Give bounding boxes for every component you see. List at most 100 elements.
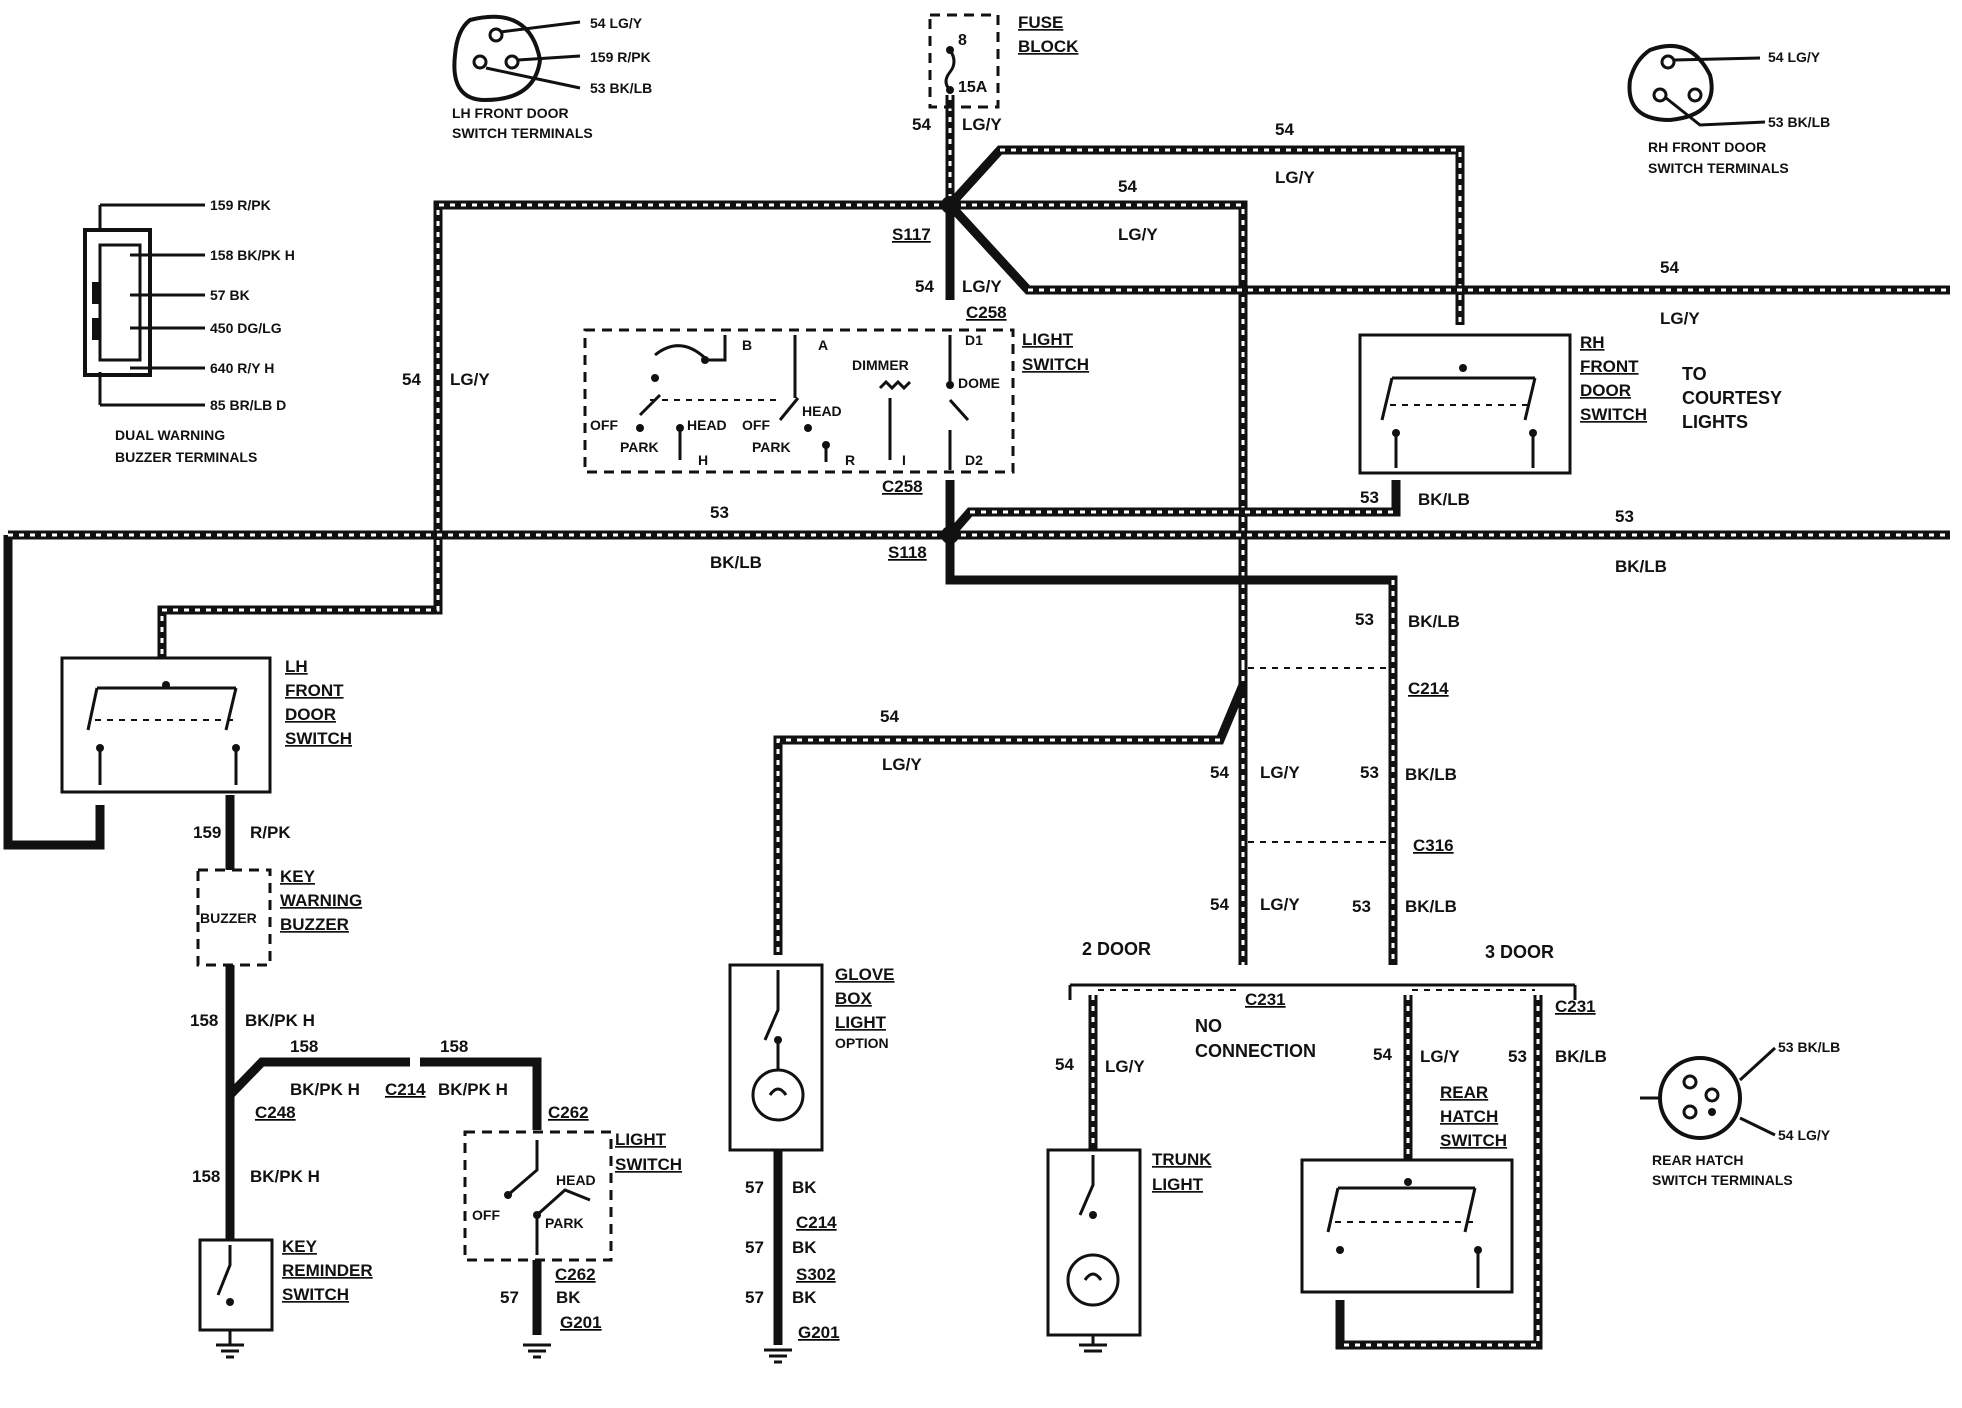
fuse-rating: 15A <box>958 79 988 96</box>
label: 53 <box>1508 1047 1527 1066</box>
hatch-terminals: 53 BK/LB 54 LG/Y REAR HATCH SWITCH TERMI… <box>1640 1039 1840 1188</box>
label: BK/PK H <box>245 1011 315 1030</box>
lh-terminals-caption-2: SWITCH TERMINALS <box>452 125 593 141</box>
small-switch-park: PARK <box>545 1215 584 1231</box>
rh-terminals-caption-2: SWITCH TERMINALS <box>1648 160 1789 176</box>
label: 54 <box>912 115 931 134</box>
rh-door-terminals: 54 LG/Y 53 BK/LB RH FRONT DOOR SWITCH TE… <box>1627 44 1830 176</box>
dimmer-label: DIMMER <box>852 357 909 373</box>
lh-switch-label-1: LH <box>285 657 308 676</box>
door-options: 2 DOOR 3 DOOR NO CONNECTION <box>1082 939 1554 1061</box>
connector-c316: C316 <box>1413 836 1454 855</box>
buzzer-terminals: 159 R/PK 158 BK/PK H 57 BK 450 DG/LG 640… <box>83 197 295 465</box>
key-reminder-label-3: SWITCH <box>282 1285 349 1304</box>
buzzer-terminals-caption-1: DUAL WARNING <box>115 427 225 443</box>
fuse-number: 8 <box>958 32 967 49</box>
wires <box>3 95 1950 1350</box>
rh-switch-label-3: DOOR <box>1580 381 1631 400</box>
key-reminder-switch: KEY REMINDER SWITCH <box>198 1237 373 1359</box>
label: 158 <box>440 1037 468 1056</box>
terminal-b: B <box>742 337 752 353</box>
small-switch-label-2: SWITCH <box>615 1155 682 1174</box>
connector-labels: S117 S118 C258 C258 C214 C316 C231 C231 … <box>255 225 1596 1342</box>
light-switch-title-2: SWITCH <box>1022 355 1089 374</box>
label: LG/Y <box>1275 168 1315 187</box>
courtesy-note-1: TO <box>1682 364 1707 384</box>
label: BK/LB <box>1418 490 1470 509</box>
label: BK <box>556 1288 581 1307</box>
connector-bridges <box>1098 667 1535 991</box>
glove-label-1: GLOVE <box>835 965 895 984</box>
label: BK <box>792 1238 817 1257</box>
label: 54 <box>1210 895 1229 914</box>
glove-option-label: OPTION <box>835 1035 889 1051</box>
head-label-1: HEAD <box>687 417 727 433</box>
buzzer-terminals-caption-2: BUZZER TERMINALS <box>115 449 257 465</box>
rear-hatch-switch: REAR HATCH SWITCH <box>1300 1083 1514 1294</box>
connector-c214-left: C214 <box>385 1080 426 1099</box>
hatch-terminals-caption-1: REAR HATCH <box>1652 1152 1744 1168</box>
glove-label-2: BOX <box>835 989 873 1008</box>
buzzer-terminal-1: 159 R/PK <box>210 197 271 213</box>
connector-c248: C248 <box>255 1103 296 1122</box>
glove-label-3: LIGHT <box>835 1013 887 1032</box>
label: 54 <box>880 707 899 726</box>
lh-switch-label-2: FRONT <box>285 681 344 700</box>
buzzer-terminal-4: 450 DG/LG <box>210 320 282 336</box>
label: BK/PK H <box>438 1080 508 1099</box>
rh-switch-label-4: SWITCH <box>1580 405 1647 424</box>
light-switch-title-1: LIGHT <box>1022 330 1074 349</box>
label: BK/LB <box>1615 557 1667 576</box>
label: LG/Y <box>1260 763 1300 782</box>
connector-c214-glove: C214 <box>796 1213 837 1232</box>
lh-terminals-caption-1: LH FRONT DOOR <box>452 105 569 121</box>
splices <box>941 196 959 544</box>
ground-g201-b: G201 <box>798 1323 840 1342</box>
label: 158 <box>290 1037 318 1056</box>
hatch-label-2: HATCH <box>1440 1107 1498 1126</box>
label: LG/Y <box>1420 1047 1460 1066</box>
label: LG/Y <box>1260 895 1300 914</box>
connector-c258-top: C258 <box>966 303 1007 322</box>
hatch-label-3: SWITCH <box>1440 1131 1507 1150</box>
fuse-block-label-1: FUSE <box>1018 13 1063 32</box>
buzzer-terminal-3: 57 BK <box>210 287 250 303</box>
terminal-d2: D2 <box>965 452 983 468</box>
label: 53 <box>1360 488 1379 507</box>
label: 57 <box>745 1178 764 1197</box>
label: 54 <box>1118 177 1137 196</box>
fuse-block: 8 15A FUSE BLOCK <box>928 13 1079 109</box>
head-label-2: HEAD <box>802 403 842 419</box>
lh-front-door-switch: LH FRONT DOOR SWITCH <box>60 656 352 794</box>
no-connection-2: CONNECTION <box>1195 1041 1316 1061</box>
terminal-h: H <box>698 452 708 468</box>
lh-terminal-3: 53 BK/LB <box>590 80 652 96</box>
fuse-block-label-2: BLOCK <box>1018 37 1079 56</box>
label: BK/LB <box>1555 1047 1607 1066</box>
label: 53 <box>1352 897 1371 916</box>
connector-c262-top: C262 <box>548 1103 589 1122</box>
trunk-label-2: LIGHT <box>1152 1175 1204 1194</box>
terminal-d1: D1 <box>965 332 983 348</box>
connector-c214-right: C214 <box>1408 679 1449 698</box>
hatch-label-1: REAR <box>1440 1083 1488 1102</box>
label: 159 <box>193 823 221 842</box>
buzzer-label-1: KEY <box>280 867 316 886</box>
label: R/PK <box>250 823 291 842</box>
label: BK/LB <box>710 553 762 572</box>
key-reminder-label-1: KEY <box>282 1237 318 1256</box>
small-switch-off: OFF <box>472 1207 500 1223</box>
label: LG/Y <box>882 755 922 774</box>
label: 53 <box>1360 763 1379 782</box>
splice-s118: S118 <box>888 543 927 562</box>
rh-terminal-1: 54 LG/Y <box>1768 49 1821 65</box>
label: 54 <box>1275 120 1294 139</box>
label: 53 <box>710 503 729 522</box>
small-switch-head: HEAD <box>556 1172 596 1188</box>
label: 54 <box>402 370 421 389</box>
dome-label: DOME <box>958 375 1000 391</box>
rh-front-door-switch: RH FRONT DOOR SWITCH TO COURTESY LIGHTS <box>1358 333 1782 475</box>
rh-terminals-caption-1: RH FRONT DOOR <box>1648 139 1766 155</box>
label: BK <box>792 1288 817 1307</box>
label: BK/LB <box>1405 765 1457 784</box>
